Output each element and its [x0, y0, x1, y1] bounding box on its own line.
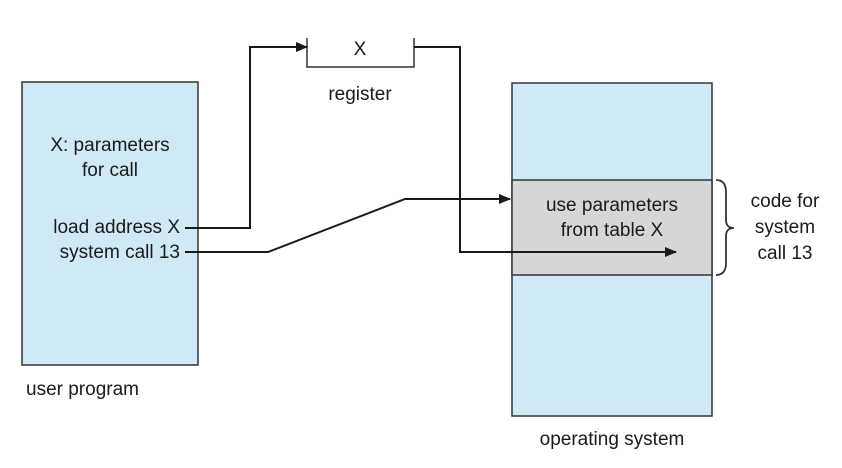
register-box — [306, 38, 415, 68]
code-text-line1: use parameters — [545, 195, 678, 216]
register-value: X — [353, 39, 367, 60]
brace-note-line1: code for — [750, 191, 820, 212]
user-program-caption: user program — [26, 379, 139, 400]
system-call-arrow — [185, 194, 511, 253]
code-text-line2: from table X — [560, 220, 664, 241]
user-program-box — [21, 81, 199, 366]
operating-system-caption: operating system — [539, 429, 685, 450]
register-label: register — [328, 84, 392, 105]
param-label-line1: X: parameters — [50, 135, 170, 156]
load-address-arrow — [185, 42, 308, 229]
brace-note-line3: call 13 — [757, 243, 813, 264]
register-to-os-arrow — [414, 46, 677, 257]
brace-note-line2: system — [754, 217, 816, 238]
load-address-instruction: load address X — [53, 217, 180, 238]
param-label-line2: for call — [82, 160, 138, 181]
system-call-instruction: system call 13 — [59, 242, 180, 263]
system-call-code-block — [511, 179, 713, 276]
code-brace — [715, 179, 735, 276]
